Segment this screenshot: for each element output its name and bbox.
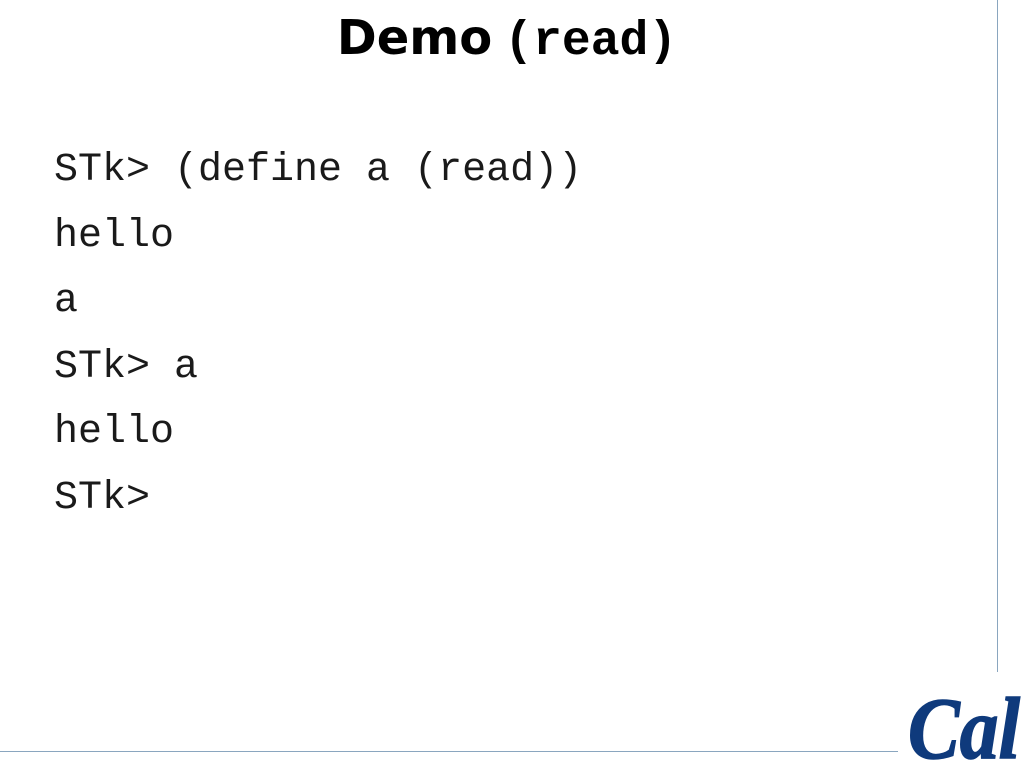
title-code: (read) — [504, 15, 678, 69]
cal-logo: Cal — [907, 680, 1021, 768]
title-word: Demo — [336, 10, 493, 66]
horizontal-rule — [0, 751, 898, 752]
slide-title: Demo (read) — [0, 6, 1014, 74]
vertical-rule — [997, 0, 998, 672]
repl-line-eval-a: STk> a — [54, 344, 199, 390]
repl-line-define: STk> (define a (read)) — [54, 148, 583, 193]
repl-line-output-a: a — [54, 279, 79, 325]
repl-line-input-hello: hello — [54, 213, 175, 259]
cal-logo-text: Cal — [908, 681, 1020, 768]
repl-line-prompt: STk> — [54, 475, 151, 521]
repl-transcript: STk> (define a (read)) hello a STk> a he… — [54, 138, 582, 532]
repl-line-output-hello: hello — [54, 410, 175, 456]
